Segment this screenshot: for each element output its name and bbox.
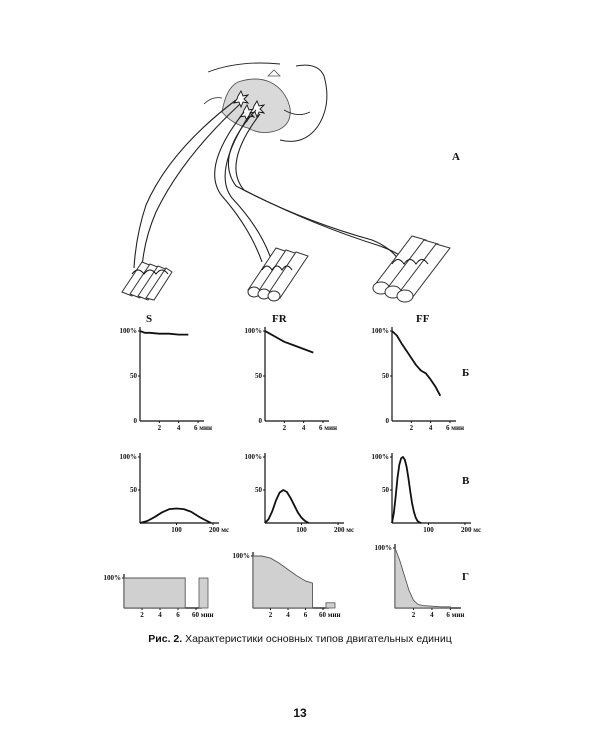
series-line (264, 330, 314, 354)
unit-label-s: S (146, 313, 152, 325)
unit-label-fr: FR (272, 313, 288, 325)
figure-caption: Рис. 2. Характеристики основных типов дв… (0, 633, 600, 645)
y-tick-label: 50 (130, 372, 138, 380)
fatigue-area (123, 577, 186, 609)
y-tick-label: 100% (245, 453, 263, 461)
chart-5: 100% 50 100 200 мс (372, 453, 481, 534)
x-tick-label: 4 (430, 611, 434, 619)
y-tick-label: 100% (233, 552, 251, 560)
x-tick-label: 6 мин (446, 424, 464, 432)
x-tick-label: 100 (423, 526, 434, 534)
series-line (264, 489, 310, 524)
y-tick-label: 100% (375, 544, 393, 552)
chart-2: 100% 50 0 2 4 6 мин (372, 327, 464, 432)
muscle-bundle-fr (247, 247, 309, 302)
x-tick-label: 100 (171, 526, 182, 534)
figure: А Б В Г S FR FF 100% 50 0 2 4 6 мин 100% 50 0 2 4 6… (104, 62, 481, 619)
y-tick-label: 50 (382, 486, 390, 494)
x-tick-label: 6 мин (446, 611, 464, 619)
x-tick-label: 6 (304, 611, 308, 619)
x-tick-label: 6 мин (194, 424, 212, 432)
x-tick-label: 6 (176, 611, 180, 619)
muscle-bundle-ff (372, 235, 451, 303)
series-line (391, 456, 422, 524)
y-tick-label: 100% (245, 327, 263, 335)
x-tick-label: 2 (140, 611, 144, 619)
y-tick-label: 0 (259, 417, 263, 425)
y-tick-label: 0 (134, 417, 138, 425)
y-tick-label: 50 (255, 372, 263, 380)
caption-text: Характеристики основных типов двигательн… (185, 633, 452, 645)
x-tick-label: 4 (177, 424, 181, 432)
chart-0: 100% 50 0 2 4 6 мин (120, 327, 212, 432)
x-tick-label: 2 (412, 611, 416, 619)
x-tick-label: 4 (302, 424, 306, 432)
chart-7: 100% 2 4 6 60 мин (233, 552, 341, 619)
chart-6: 100% 2 4 6 60 мин (104, 574, 214, 619)
y-tick-label: 50 (130, 486, 138, 494)
panel-label-g: Г (462, 571, 469, 583)
y-tick-label: 0 (386, 417, 390, 425)
y-tick-label: 100% (120, 453, 138, 461)
panel-label-b: Б (462, 367, 469, 379)
x-tick-label: 2 (158, 424, 162, 432)
series-line (391, 330, 442, 397)
x-tick-label: 100 (296, 526, 307, 534)
panel-label-a: А (452, 151, 460, 163)
y-tick-label: 100% (104, 574, 122, 582)
spinal-cord-diagram (203, 62, 328, 142)
y-tick-label: 100% (120, 327, 138, 335)
tail-60min (325, 602, 336, 609)
chart-1: 100% 50 0 2 4 6 мин (245, 327, 337, 432)
x-tick-label: 2 (283, 424, 287, 432)
y-tick-label: 100% (372, 327, 390, 335)
x-tick-label: 60 мин (319, 611, 341, 619)
x-tick-label: 6 мин (319, 424, 337, 432)
page-number: 13 (293, 706, 307, 720)
motor-axons (133, 99, 411, 269)
x-tick-label: 60 мин (192, 611, 214, 619)
chart-8: 100% 2 4 6 мин (375, 544, 464, 619)
fatigue-area (252, 555, 313, 609)
series-line (139, 330, 189, 336)
x-tick-label: 4 (158, 611, 162, 619)
y-tick-label: 100% (372, 453, 390, 461)
chart-3: 100% 50 100 200 мс (120, 453, 229, 534)
x-tick-label: 4 (286, 611, 290, 619)
x-tick-label: 4 (429, 424, 433, 432)
x-tick-label: 2 (269, 611, 273, 619)
chart-4: 100% 50 100 200 мс (245, 453, 354, 534)
x-tick-label: 200 мс (461, 526, 481, 534)
panel-label-v: В (462, 475, 470, 487)
x-tick-label: 200 мс (209, 526, 229, 534)
unit-label-ff: FF (416, 313, 430, 325)
y-tick-label: 50 (255, 486, 263, 494)
x-tick-label: 2 (410, 424, 414, 432)
x-tick-label: 200 мс (334, 526, 354, 534)
fatigue-area (394, 547, 451, 609)
muscle-bundle-s (121, 261, 173, 301)
series-line (139, 507, 212, 524)
tail-60min (198, 577, 209, 609)
y-tick-label: 50 (382, 372, 390, 380)
caption-prefix: Рис. 2. (148, 633, 183, 645)
